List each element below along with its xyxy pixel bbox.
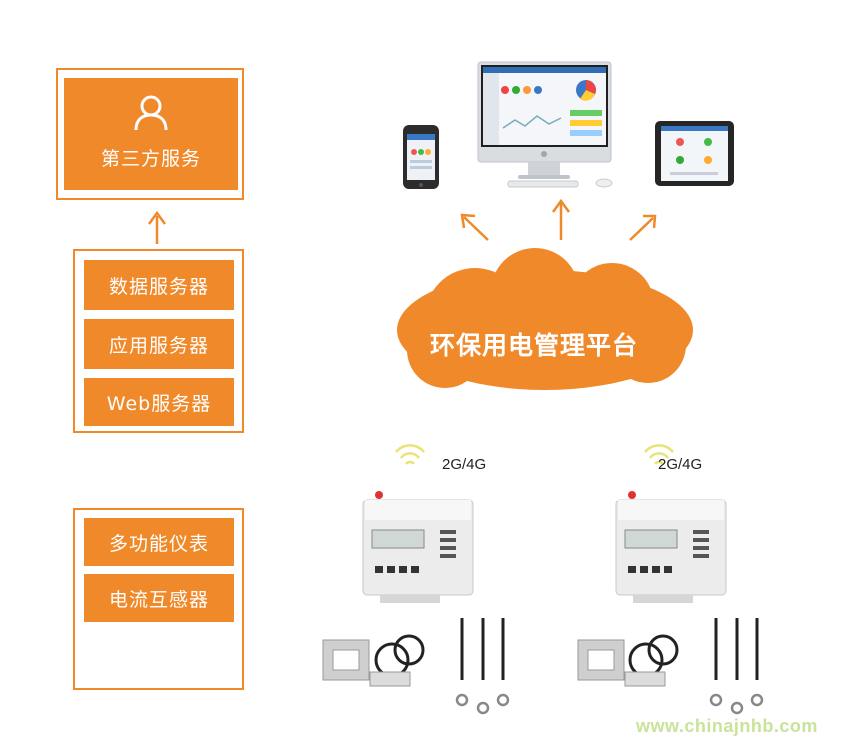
meter-left [362,491,474,603]
monitor-icon [477,61,613,188]
server-data-label: 数据服务器 [108,275,209,298]
ct-group-right [577,618,764,715]
third-party-box: 第三方服务 [64,78,238,190]
server-app: 应用服务器 [84,319,234,369]
server-web: Web服务器 [84,378,234,426]
user-icon [134,95,168,131]
device-ct-label: 电流互感器 [108,588,209,611]
device-meter: 多功能仪表 [84,518,234,566]
servers-frame [73,249,244,433]
wifi-icon [644,444,674,465]
wifi-icon [395,444,425,465]
ct-group-left [322,618,510,715]
device-meter-label: 多功能仪表 [108,532,209,555]
devices-frame [73,508,244,690]
tablet-icon [655,121,734,186]
third-party-label: 第三方服务 [100,148,201,170]
server-web-label: Web服务器 [106,392,212,415]
server-app-label: 应用服务器 [108,334,209,357]
phone-icon [403,125,439,189]
device-ct: 电流互感器 [84,574,234,622]
third-party-frame [56,68,244,200]
watermark: www.chinajnhb.com [636,716,818,736]
meter-right [615,491,727,603]
network-label-left: 2G/4G [442,456,487,473]
cloud-label: 环保用电管理平台 [430,331,639,360]
network-label-right: 2G/4G [658,456,703,473]
server-data: 数据服务器 [84,260,234,310]
